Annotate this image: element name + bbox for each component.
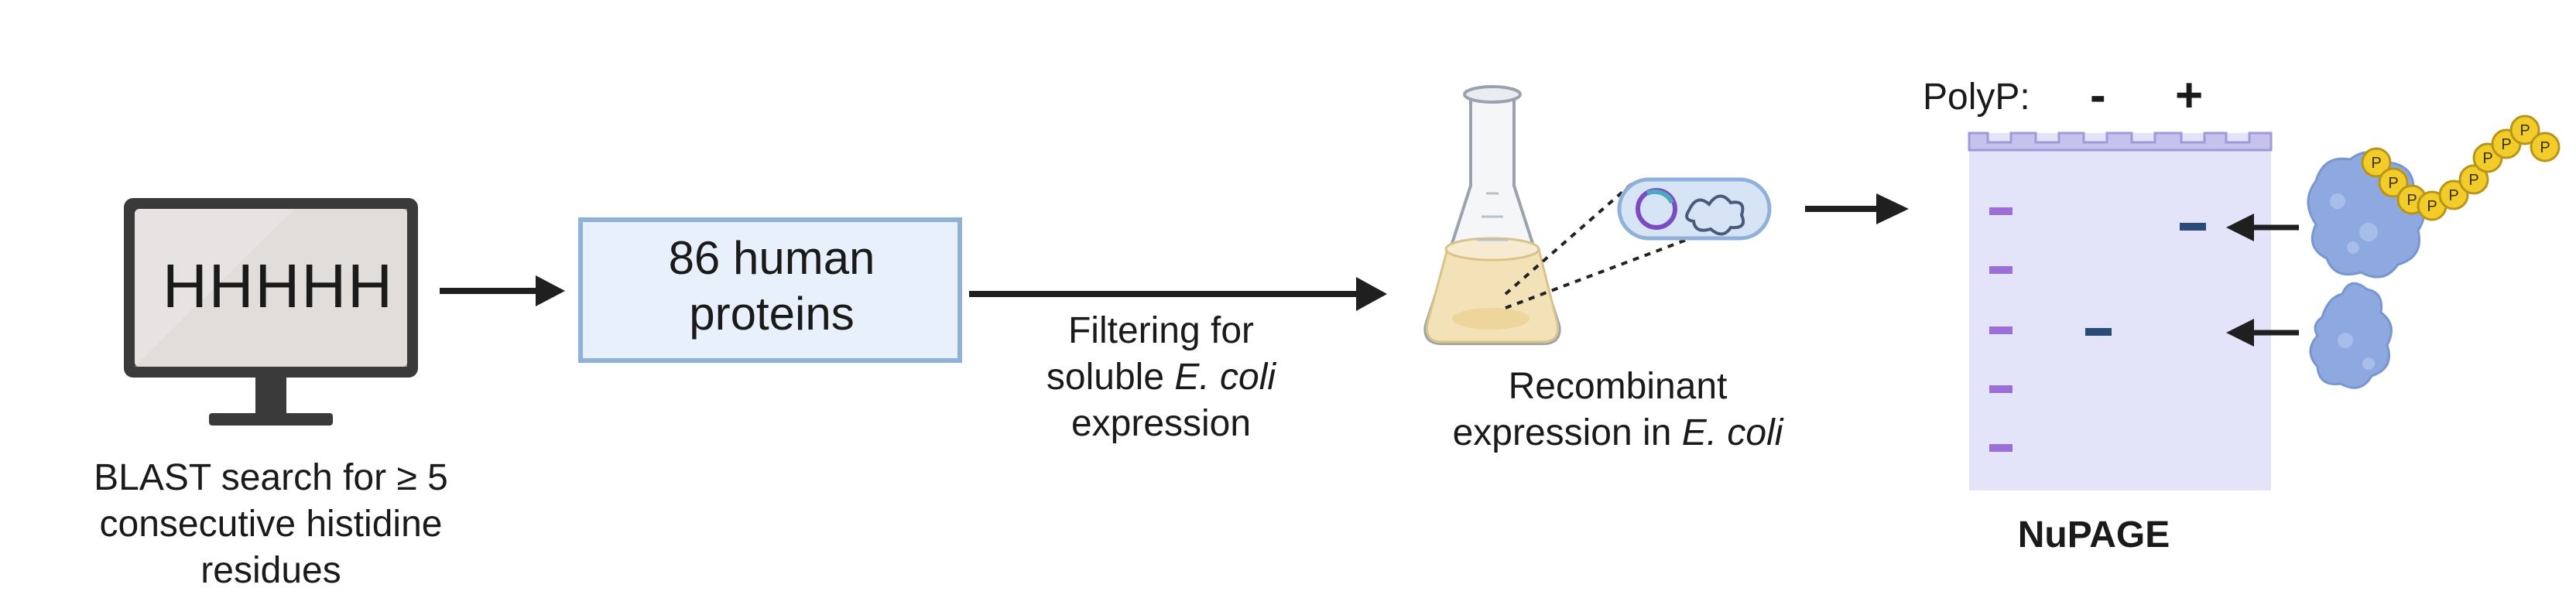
phosphate-bead-label: P (2427, 198, 2437, 215)
protein-count-line-1: 86 human (668, 232, 875, 284)
filtering-caption: Filtering for soluble E. coli expression (991, 308, 1331, 447)
ladder-band-4 (1989, 385, 2012, 393)
phosphate-bead-label: P (2448, 187, 2458, 204)
phosphate-bead-label: P (2519, 122, 2530, 139)
expression-caption: Recombinant expression in E. coli (1409, 364, 1827, 456)
phosphate-bead (2458, 164, 2489, 195)
protein-count-box (578, 217, 962, 363)
blast-caption: BLAST search for ≥ 5 consecutive histidi… (54, 455, 488, 594)
band-minus-polyp (2085, 328, 2112, 336)
protein-icon (2309, 282, 2393, 389)
computer-monitor-icon (124, 198, 418, 426)
filtering-caption-plain: soluble (1046, 357, 1175, 398)
arrow-3 (1805, 193, 1909, 224)
phosphate-bead-label: P (2482, 150, 2492, 167)
polyp-label: PolyP: (1923, 77, 2030, 118)
expression-caption-line-1: Recombinant (1508, 366, 1728, 407)
blast-caption-line-2: consecutive histidine (99, 504, 443, 545)
expression-caption-italic: E. coli (1681, 412, 1783, 453)
ladder-band-1 (1989, 207, 2012, 215)
arrow-band-upper (2226, 214, 2299, 241)
arrow-1 (440, 275, 565, 306)
arrow-2 (969, 277, 1387, 311)
filtering-caption-italic: E. coli (1174, 357, 1276, 398)
phosphate-bead-label: P (2371, 155, 2381, 172)
minus-label: - (2090, 69, 2106, 122)
phosphate-bead (2438, 179, 2469, 210)
filtering-caption-line-1: Filtering for (1067, 310, 1255, 351)
ecoli-cell-icon (1617, 177, 1772, 241)
phosphate-bead-label: P (2388, 175, 2398, 192)
nupage-title: NuPAGE (2017, 514, 2170, 555)
phosphate-bead (2361, 147, 2392, 178)
filtering-caption-line-2: soluble E. coli (991, 354, 1331, 401)
gel-image (1968, 132, 2273, 490)
blast-caption-line-3: residues (200, 550, 341, 591)
zoom-line-top (1504, 181, 1635, 296)
phosphate-bead-label: P (2468, 172, 2478, 189)
expression-caption-line-2: expression in E. coli (1409, 410, 1827, 456)
blast-caption-line-1: BLAST search for ≥ 5 (94, 457, 448, 498)
ladder-band-5 (1989, 444, 2012, 452)
protein-count-text: 86 human proteins (582, 231, 961, 342)
plus-label: + (2175, 69, 2204, 122)
protein-count-line-2: proteins (689, 288, 855, 340)
arrow-band-lower (2226, 319, 2299, 347)
expression-caption-plain: expression in (1452, 412, 1682, 453)
filtering-caption-line-3: expression (1070, 403, 1252, 444)
zoom-line-bottom (1505, 237, 1691, 309)
ladder-band-3 (1989, 326, 2012, 334)
phosphate-bead-label: P (2406, 192, 2417, 209)
monitor-screen-text: HHHHH (163, 251, 394, 320)
phosphate-bead-label: P (2501, 136, 2511, 153)
phosphate-bead (2509, 115, 2540, 145)
band-plus-polyp (2180, 223, 2206, 231)
phosphate-bead (2378, 167, 2409, 198)
ladder-band-2 (1989, 266, 2012, 274)
erlenmeyer-flask-icon (1423, 85, 1561, 345)
phosphate-bead (2530, 132, 2561, 162)
phosphate-bead-label: P (2540, 139, 2550, 156)
